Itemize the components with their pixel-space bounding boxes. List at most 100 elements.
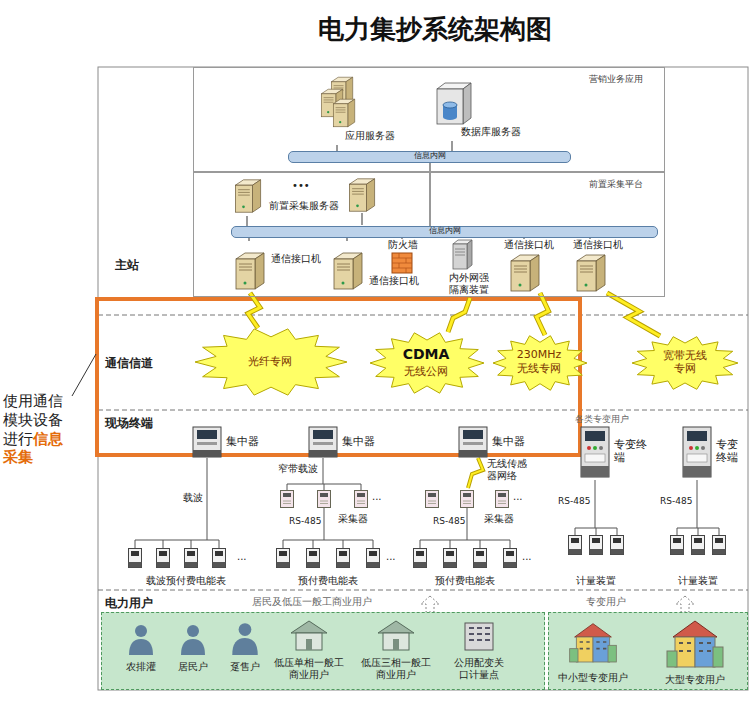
network-bus: 信息内网 <box>288 151 571 163</box>
wireless-bolt <box>468 458 483 488</box>
device-node: 前置采集服务器 <box>231 178 341 216</box>
text-label: ... <box>522 551 532 563</box>
node-label: 通信接口机 <box>369 275 419 287</box>
node-label: 专变终端 <box>614 438 650 464</box>
device-node: 大型专变用户 <box>646 617 746 687</box>
text-label: ... <box>237 551 247 563</box>
device-node: 居民户 <box>171 621 217 681</box>
node-label: 集中器 <box>226 435 259 448</box>
leader-line <box>72 354 96 396</box>
up-arrow <box>421 596 439 612</box>
meter-icon <box>713 536 726 555</box>
text-label: RS-485 <box>558 496 590 507</box>
node-label: 应用服务器 <box>345 130 395 142</box>
node-label: 无线专网 <box>493 362 585 375</box>
node-label: CDMA <box>370 346 482 363</box>
node-label: 趸售户 <box>223 661 267 673</box>
node-label: 居民及低压一般工商业用户 <box>252 596 372 608</box>
meter-icon <box>185 549 198 568</box>
text-label: 采集器 <box>484 513 514 525</box>
collector-icon <box>496 491 509 508</box>
meter-icon <box>569 536 582 555</box>
person-icon <box>127 623 155 655</box>
collector-icon <box>318 491 331 508</box>
device-node: 通信接口机 <box>233 241 333 293</box>
text-label: 计量装置 <box>536 575 656 587</box>
device-node: 通信接口机 <box>569 239 639 293</box>
network-cloud: 宽带无线专网 <box>632 336 738 390</box>
zbt-icon <box>682 426 712 478</box>
connector <box>402 238 403 239</box>
lightning-link <box>448 298 470 332</box>
user-group-panel: 居民及低压一般工商业用户农排灌居民户趸售户低压单相一般工商业用户低压三相一般工商… <box>101 612 545 690</box>
collector-icon <box>426 491 439 508</box>
node-label: 专变终端 <box>716 438 746 464</box>
node-label: 营销业务应用 <box>589 74 643 85</box>
text-label: ••• <box>292 180 310 192</box>
network-cloud: 光纤专网 <box>195 328 347 396</box>
meter-icon <box>307 549 320 568</box>
srv-icon <box>231 178 265 214</box>
conc-symbol <box>193 427 221 457</box>
text-label: RS-485 <box>433 516 465 527</box>
text-label: 各类专变用户 <box>575 414 629 425</box>
text-label: 载波预付费电能表 <box>126 575 246 587</box>
node-label: 信息内网 <box>289 151 570 161</box>
zbt-icon <box>580 426 610 478</box>
person-symbol <box>181 625 205 655</box>
lightning-link <box>448 298 470 332</box>
node-label: 前置采集服务器 <box>269 200 339 212</box>
meter-icon <box>129 549 142 568</box>
meter-icon <box>474 549 487 568</box>
srv-symbol <box>511 255 539 291</box>
house-icon <box>289 619 329 651</box>
bus-link <box>589 238 590 239</box>
text-label: 现场终端 <box>105 416 153 430</box>
bigbld-icon <box>568 617 618 667</box>
bus-link <box>346 238 347 241</box>
house-icon <box>376 619 416 651</box>
region-panel: 营销业务应用应用服务器 数据库服务器信息内网 <box>193 67 665 172</box>
text-label: ... <box>513 491 523 503</box>
node-label: 居民户 <box>171 661 215 673</box>
meter-icon <box>611 536 624 555</box>
device-node: 数据库服务器 <box>433 81 543 141</box>
bigbld-symbol <box>570 624 617 662</box>
conc-icon <box>458 426 488 458</box>
node-label: 低压单相一般工商业用户 <box>274 657 344 681</box>
bus-link <box>451 141 452 151</box>
node-label: 专变用户 <box>586 596 626 608</box>
text-label: 通信信道 <box>105 356 153 370</box>
field-wires <box>135 458 719 548</box>
node-label: 中小型专变用户 <box>553 672 633 684</box>
connector <box>448 298 470 332</box>
meter-group <box>129 491 726 568</box>
meter-icon <box>277 549 290 568</box>
text-label: ... <box>372 491 382 503</box>
node-label: 低压三相一般工商业用户 <box>361 657 431 681</box>
connector <box>452 141 453 151</box>
device-node: 低压三相一般工商业用户 <box>361 619 433 685</box>
device-node: 公用配变关口计量点 <box>449 619 509 685</box>
user-group-panel: 专变用户中小型专变用户大型专变用户 <box>548 612 748 690</box>
text-label: 计量装置 <box>638 575 756 587</box>
diagram-title: 电力集抄系统架构图 <box>235 14 635 45</box>
device-node: 通信接口机 <box>496 239 566 293</box>
conc-icon <box>192 426 222 458</box>
device-node: 应用服务器 <box>319 73 419 145</box>
device-node: 中小型专变用户 <box>553 617 635 687</box>
node-label: 农排灌 <box>119 661 163 673</box>
node-label: 通信接口机 <box>271 253 321 265</box>
highlight-frame <box>97 299 580 455</box>
device-node: 集中器 <box>192 426 274 458</box>
lightning-link <box>248 293 260 328</box>
node-label: 防火墙 <box>388 239 418 251</box>
lightning-link <box>537 293 549 335</box>
person-icon <box>179 623 207 655</box>
node-label: 光纤专网 <box>195 355 345 368</box>
person-symbol <box>232 623 258 655</box>
person-symbol <box>129 625 153 655</box>
text-label: 预付费电能表 <box>405 575 525 587</box>
db-icon <box>433 81 473 126</box>
